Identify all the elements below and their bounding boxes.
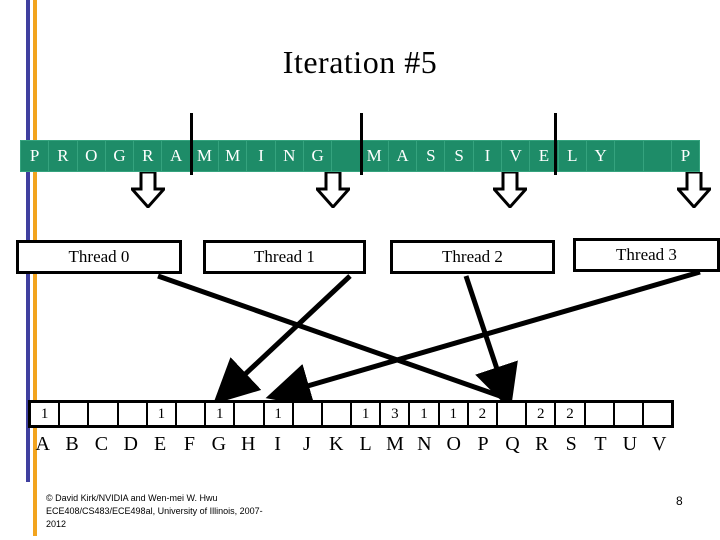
strip-cell: P: [671, 140, 701, 172]
mapping-arrow-0: [157, 273, 501, 399]
strip-cell: Y: [586, 140, 616, 172]
histogram-count-cell: [177, 403, 207, 425]
histogram-key-label: H: [240, 432, 256, 455]
histogram-count-cell: [60, 403, 90, 425]
strip-cell: N: [275, 140, 304, 172]
strip-cell: M: [219, 140, 248, 172]
page-number: 8: [676, 494, 683, 508]
histogram-key-label: J: [303, 432, 311, 455]
histogram-key-label: C: [94, 432, 109, 455]
histogram-key-label: L: [359, 432, 372, 455]
mapping-arrow-3: [265, 269, 701, 408]
histogram-count-cell: 1: [352, 403, 382, 425]
histogram-count-cell: 1: [265, 403, 294, 425]
thread-label: Thread 2: [442, 247, 503, 266]
histogram-key-label: P: [477, 432, 489, 455]
histogram-count-cell: [235, 403, 265, 425]
strip-cell: S: [445, 140, 474, 172]
strip-cell: A: [162, 140, 191, 172]
down-arrow-icon: [677, 172, 711, 208]
strip-divider-tick: [190, 113, 193, 175]
strip-cell: O: [77, 140, 106, 172]
strip-cell: I: [473, 140, 503, 172]
histogram-key-label: I: [274, 432, 281, 455]
thread-box-3[interactable]: Thread 3: [573, 238, 720, 272]
thread-label: Thread 3: [616, 245, 677, 264]
histogram-count-cell: [498, 403, 528, 425]
histogram-count-cell: 1: [206, 403, 236, 425]
histogram-count-cell: [323, 403, 353, 425]
strip-cell: R: [49, 140, 78, 172]
strip-cell: G: [303, 140, 333, 172]
footer-line-2: ECE408/CS483/ECE498al, University of Ill…: [46, 506, 263, 516]
histogram-count-cell: 2: [527, 403, 557, 425]
histogram-count-cell: [119, 403, 148, 425]
strip-divider-tick: [554, 113, 557, 175]
page-title: Iteration #5: [282, 44, 438, 80]
histogram-count-cell: 3: [381, 403, 411, 425]
histogram-key-label: T: [594, 432, 607, 455]
histogram-key-label: E: [154, 432, 167, 455]
histogram-key-label: G: [211, 432, 227, 455]
histogram-count-cell: [644, 403, 671, 425]
histogram-key-label: V: [652, 432, 667, 455]
thread-label: Thread 1: [254, 247, 315, 266]
histogram-key-label: O: [446, 432, 461, 455]
thread-box-0[interactable]: Thread 0: [16, 240, 182, 274]
strip-cell: E: [530, 140, 559, 172]
histogram-keys-row: A B C D E F G H I J K L M N O P Q R S T …: [28, 430, 674, 458]
histogram-count-cell: [586, 403, 615, 425]
strip-cell: P: [20, 140, 50, 172]
strip-cell: M: [190, 140, 220, 172]
histogram-key-label: F: [183, 432, 196, 455]
histogram-key-label: U: [622, 432, 638, 455]
mapping-arrow-2: [463, 275, 518, 411]
strip-cell: S: [417, 140, 446, 172]
down-arrow-icon: [131, 172, 165, 208]
strip-cell: L: [558, 140, 587, 172]
strip-divider-tick: [360, 113, 363, 175]
strip-cell: [643, 140, 672, 172]
strip-cell: R: [134, 140, 163, 172]
histogram-key-label: M: [386, 432, 404, 455]
histogram-count-cell: 1: [440, 403, 469, 425]
thread-box-1[interactable]: Thread 1: [203, 240, 366, 274]
histogram-count-cell: 1: [31, 403, 61, 425]
down-arrow-icon: [316, 172, 350, 208]
histogram-count-cell: 1: [148, 403, 177, 425]
footer-line-1: © David Kirk/NVIDIA and Wen-mei W. Hwu: [46, 493, 218, 503]
histogram-key-label: N: [417, 432, 432, 455]
histogram-key-label: A: [35, 432, 50, 455]
strip-cell: [332, 140, 361, 172]
footer-line-3: 2012: [46, 519, 67, 529]
strip-cell: I: [247, 140, 276, 172]
mapping-arrow-1: [213, 274, 352, 405]
histogram-count-cell: 2: [469, 403, 498, 425]
histogram-key-label: B: [65, 432, 79, 455]
histogram-count-cell: [89, 403, 119, 425]
histogram-key-label: Q: [505, 432, 520, 455]
footer-credit: © David Kirk/NVIDIA and Wen-mei W. Hwu E…: [46, 492, 426, 531]
thread-box-2[interactable]: Thread 2: [390, 240, 555, 274]
down-arrow-icon: [493, 172, 527, 208]
histogram-count-cell: 1: [410, 403, 440, 425]
histogram-key-label: R: [535, 432, 549, 455]
strip-cell: V: [502, 140, 531, 172]
histogram-count-cell: 2: [556, 403, 586, 425]
histogram-count-cell: [294, 403, 323, 425]
histogram-key-label: D: [123, 432, 138, 455]
strip-cell: G: [105, 140, 135, 172]
histogram-key-label: S: [565, 432, 577, 455]
histogram-count-cell: [615, 403, 644, 425]
strip-cell: [615, 140, 644, 172]
histogram-key-label: K: [329, 432, 344, 455]
strip-cell: M: [360, 140, 389, 172]
strip-cell: A: [388, 140, 418, 172]
thread-label: Thread 0: [68, 247, 130, 266]
histogram-counts-row: 1 1 1 1 1 3 1 1 2 2 2: [28, 400, 674, 428]
